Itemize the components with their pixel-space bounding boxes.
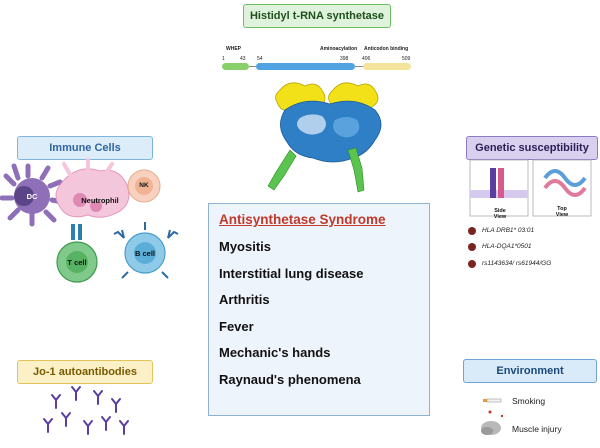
neutrophil-icon	[55, 158, 130, 218]
allele-item: HLA DRB1* 03:01	[482, 227, 535, 234]
symptom-item: Interstitial lung disease	[219, 265, 364, 281]
allele-item: rs1143634/ rs61944/GG	[482, 260, 552, 267]
t-cell-label: T cell	[67, 258, 87, 267]
nk-cell-icon	[127, 169, 161, 203]
domain-label-anticodon: Anticodon binding	[364, 46, 409, 52]
top-view-label: Top View	[555, 206, 569, 218]
symptom-item: Arthritis	[219, 292, 270, 307]
allele-bullet	[468, 227, 476, 235]
muscle-icon	[481, 421, 501, 435]
domain-anticodon-bar	[363, 63, 411, 70]
syndrome-title: Antisynthetase Syndrome	[219, 212, 386, 227]
antisynthetase-syndrome-box: Antisynthetase Syndrome Myositis Interst…	[208, 203, 430, 416]
allele-item: HLA-DQA1*0501	[482, 243, 532, 250]
side-view-label: Side View	[493, 208, 507, 220]
protein-structure-image	[267, 82, 382, 193]
top-view-panel	[532, 159, 592, 217]
domain-label-aminoacylation: Aminoacylation	[320, 46, 358, 52]
immune-cells-title: Immune Cells	[17, 136, 153, 160]
b-cell-label: B cell	[134, 249, 155, 258]
dc-label: DC	[26, 192, 38, 201]
muscle-injury-label: Muscle injury	[512, 424, 562, 434]
nk-label: NK	[139, 182, 149, 189]
neutrophil-label: Neutrophil	[81, 196, 119, 205]
position-1: 1	[222, 56, 225, 62]
dendritic-cell-icon	[0, 163, 65, 227]
trna-title: Histidyl t-RNA synthetase	[243, 4, 391, 28]
domain-label-whep: WHEP	[226, 46, 241, 52]
b-cell-icon	[113, 222, 179, 279]
position-54: 54	[257, 56, 263, 62]
symptom-item: Fever	[219, 318, 254, 334]
position-406: 406	[362, 56, 371, 62]
domain-aminoacylation-bar	[256, 63, 355, 70]
t-cell-icon	[56, 224, 98, 283]
side-view-panel	[469, 159, 529, 217]
allele-bullet	[468, 260, 476, 268]
jo1-antibodies-icon	[43, 386, 129, 435]
jo1-autoantibodies-title: Jo-1 autoantibodies	[17, 360, 153, 384]
allele-bullet	[468, 243, 476, 251]
position-43: 43	[240, 56, 246, 62]
genetic-susceptibility-title: Genetic susceptibility	[466, 136, 598, 160]
domain-whep-bar	[222, 63, 249, 70]
symptom-item: Mechanic's hands	[219, 345, 331, 360]
position-509: 509	[402, 56, 411, 62]
smoking-label: Smoking	[512, 396, 546, 406]
symptom-item: Raynaud's phenomena	[219, 371, 361, 387]
cigarette-icon	[483, 398, 504, 418]
position-398: 398	[340, 56, 349, 62]
symptom-item: Myositis	[219, 239, 272, 254]
environment-title: Environment	[463, 359, 597, 383]
